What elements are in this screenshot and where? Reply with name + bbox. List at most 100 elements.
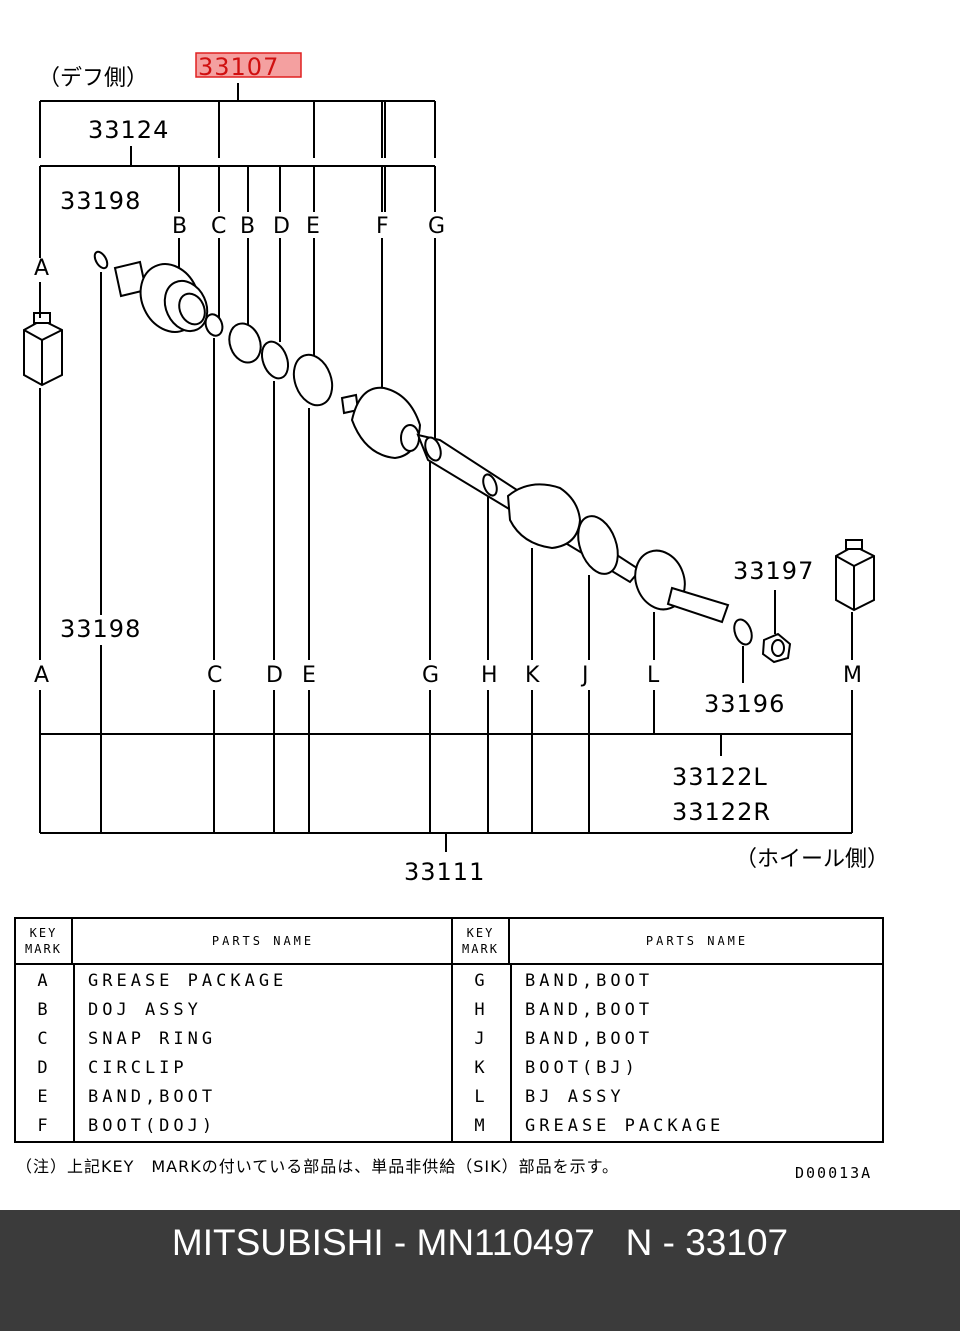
key-letter-bottom-c: C bbox=[207, 663, 222, 688]
key-letter-top-e: E bbox=[306, 214, 320, 239]
footnote: （注）上記KEY MARKの付いている部品は、単品非供給（SIK）部品を示す。 bbox=[16, 1157, 620, 1176]
row-part-name: CIRCLIP bbox=[88, 1058, 188, 1078]
row-key: C bbox=[37, 1029, 52, 1049]
part-number-33111[interactable]: 33111 bbox=[404, 858, 485, 886]
key-letter-bottom-k: K bbox=[525, 663, 540, 688]
drawing-code: D00013A bbox=[795, 1164, 873, 1182]
row-key: A bbox=[37, 971, 52, 991]
doj-assy[interactable] bbox=[113, 254, 215, 341]
part-number-33196[interactable]: 33196 bbox=[704, 690, 785, 718]
part-number-33124[interactable]: 33124 bbox=[88, 116, 169, 144]
table-left-half: KEY MARK PARTS NAME A GREASE PACKAGE B DOJ… bbox=[16, 919, 453, 1141]
band-boot-j[interactable] bbox=[571, 511, 625, 580]
row-part-name: GREASE PACKAGE bbox=[525, 1116, 725, 1136]
snap-ring-c[interactable] bbox=[203, 312, 226, 338]
footer-part-info: MITSUBISHI - MN110497 N - 33107 bbox=[171, 1222, 789, 1263]
row-key: J bbox=[474, 1029, 489, 1049]
washer-33196[interactable] bbox=[731, 617, 755, 647]
row-part-name: GREASE PACKAGE bbox=[88, 971, 288, 991]
bj-assy[interactable] bbox=[627, 544, 730, 624]
header-key-mark: KEY MARK bbox=[16, 919, 73, 963]
wheel-side-label: （ホイール側） bbox=[735, 847, 889, 872]
parts-table: KEY MARK PARTS NAME A GREASE PACKAGE B DOJ… bbox=[14, 917, 884, 1143]
row-part-name: BOOT(BJ) bbox=[525, 1058, 639, 1078]
key-letter-top-a: A bbox=[34, 256, 49, 281]
table-row[interactable]: D CIRCLIP bbox=[16, 1058, 451, 1087]
key-letter-top-b1: B bbox=[172, 214, 187, 239]
row-key: H bbox=[474, 1000, 489, 1020]
part-number-33197[interactable]: 33197 bbox=[733, 557, 814, 585]
row-key: D bbox=[37, 1058, 52, 1078]
key-letter-top-b2: B bbox=[240, 214, 255, 239]
key-letter-top-f: F bbox=[376, 214, 389, 239]
table-row[interactable]: B DOJ ASSY bbox=[16, 1000, 451, 1029]
table-header: KEY MARK PARTS NAME bbox=[453, 919, 882, 965]
table-row[interactable]: F BOOT(DOJ) bbox=[16, 1116, 451, 1145]
row-key: L bbox=[474, 1087, 489, 1107]
row-part-name: BJ ASSY bbox=[525, 1087, 625, 1107]
key-letter-bottom-d: D bbox=[266, 663, 283, 688]
header-key: KEY bbox=[466, 926, 495, 940]
row-part-name: BAND,BOOT bbox=[525, 1000, 654, 1020]
nut-33197[interactable] bbox=[761, 632, 792, 664]
snap-ring-33198[interactable] bbox=[92, 250, 110, 271]
key-letter-bottom-a: A bbox=[34, 663, 49, 688]
table-row[interactable]: M GREASE PACKAGE bbox=[453, 1116, 882, 1145]
key-letter-top-g: G bbox=[428, 214, 445, 239]
table-header: KEY MARK PARTS NAME bbox=[16, 919, 451, 965]
part-number-33198-top[interactable]: 33198 bbox=[60, 187, 141, 215]
grease-package-right[interactable] bbox=[835, 539, 875, 612]
grease-package-left[interactable] bbox=[23, 312, 63, 387]
key-letter-bottom-j: J bbox=[580, 663, 589, 688]
circlip-d[interactable] bbox=[257, 338, 293, 382]
part-number-33198-bottom[interactable]: 33198 bbox=[60, 615, 141, 643]
row-part-name: BOOT(DOJ) bbox=[88, 1116, 217, 1136]
table-row[interactable]: H BAND,BOOT bbox=[453, 1000, 882, 1029]
header-key: KEY bbox=[29, 926, 58, 940]
row-part-name: BAND,BOOT bbox=[525, 971, 654, 991]
key-column bbox=[16, 965, 75, 1141]
diff-side-label: （デフ側） bbox=[38, 66, 148, 91]
row-key: G bbox=[474, 971, 489, 991]
part-number-33122l[interactable]: 33122L bbox=[672, 763, 768, 791]
table-row[interactable]: G BAND,BOOT bbox=[453, 971, 882, 1000]
key-letter-top-c: C bbox=[211, 214, 226, 239]
header-parts-name: PARTS NAME bbox=[211, 934, 315, 948]
table-row[interactable]: L BJ ASSY bbox=[453, 1087, 882, 1116]
inner-race[interactable] bbox=[224, 319, 266, 367]
row-key: E bbox=[37, 1087, 52, 1107]
row-part-name: BAND,BOOT bbox=[525, 1029, 654, 1049]
row-part-name: BAND,BOOT bbox=[88, 1087, 217, 1107]
header-mark: MARK bbox=[462, 942, 499, 956]
key-letter-top-d: D bbox=[273, 214, 290, 239]
exploded-diagram: 33107 （デフ側） 33124 33198 B C B D E F G A bbox=[23, 52, 889, 886]
key-letter-bottom-l: L bbox=[647, 663, 660, 688]
row-part-name: SNAP RING bbox=[88, 1029, 217, 1049]
band-boot-e[interactable] bbox=[287, 349, 339, 410]
row-key: F bbox=[37, 1116, 52, 1136]
row-key: M bbox=[474, 1116, 489, 1136]
key-column bbox=[453, 965, 512, 1141]
table-row[interactable]: K BOOT(BJ) bbox=[453, 1058, 882, 1087]
boot-doj[interactable] bbox=[340, 386, 422, 460]
row-key: B bbox=[37, 1000, 52, 1020]
table-row[interactable]: A GREASE PACKAGE bbox=[16, 971, 451, 1000]
part-number-highlight[interactable]: 33107 bbox=[198, 53, 279, 81]
table-row[interactable]: C SNAP RING bbox=[16, 1029, 451, 1058]
header-key-mark: KEY MARK bbox=[453, 919, 510, 963]
key-letter-bottom-e: E bbox=[302, 663, 316, 688]
table-right-half: KEY MARK PARTS NAME G BAND,BOOT H BAND,BOO… bbox=[453, 919, 882, 1141]
row-key: K bbox=[474, 1058, 489, 1078]
header-mark: MARK bbox=[25, 942, 62, 956]
boot-bj[interactable] bbox=[506, 483, 582, 550]
row-part-name: DOJ ASSY bbox=[88, 1000, 202, 1020]
part-number-33122r[interactable]: 33122R bbox=[672, 798, 771, 826]
key-letter-bottom-g: G bbox=[422, 663, 439, 688]
key-letter-bottom-m: M bbox=[843, 663, 862, 688]
table-row[interactable]: E BAND,BOOT bbox=[16, 1087, 451, 1116]
highlight-box bbox=[195, 52, 302, 78]
key-letter-bottom-h: H bbox=[481, 663, 498, 688]
footer-bar bbox=[0, 1210, 960, 1331]
header-parts-name: PARTS NAME bbox=[645, 934, 749, 948]
table-row[interactable]: J BAND,BOOT bbox=[453, 1029, 882, 1058]
